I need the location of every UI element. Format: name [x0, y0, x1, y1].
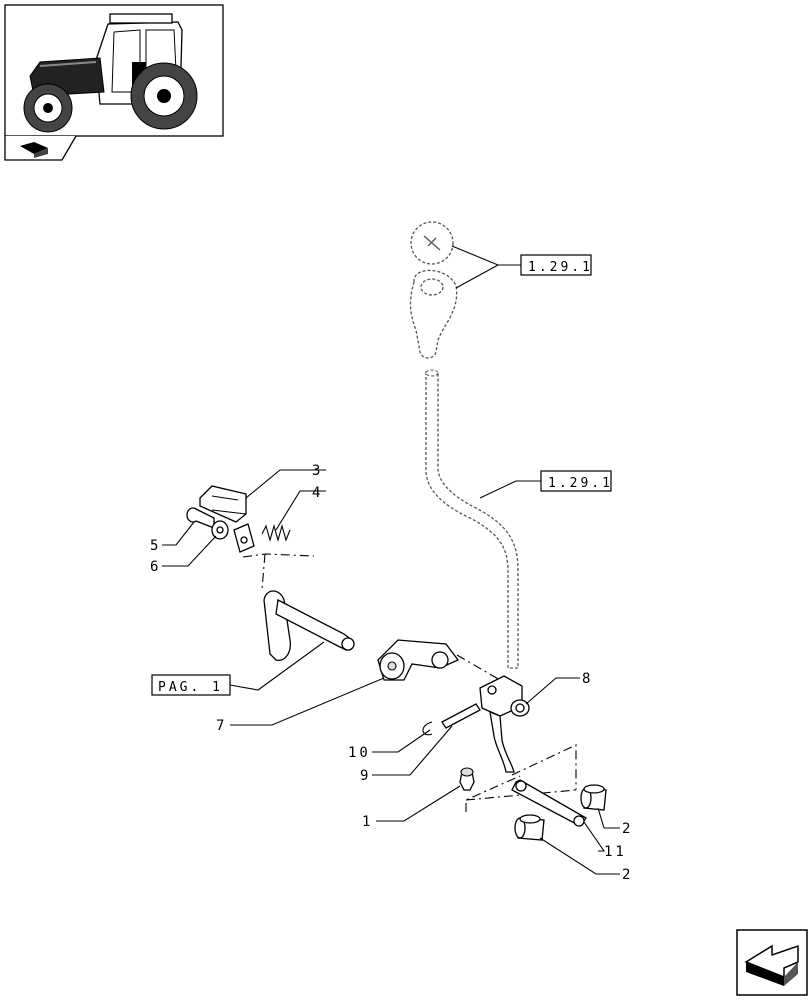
tractor-icon: [23, 13, 198, 133]
callout-2-upper: 2: [622, 821, 630, 837]
ref-page[interactable]: PAG. 1: [151, 674, 231, 696]
spring: [261, 523, 291, 543]
callout-11: 11: [604, 844, 627, 860]
assembly-lines: [242, 553, 577, 812]
callout-2-lower: 2: [622, 867, 630, 883]
leader-lines: [162, 469, 620, 875]
mount-plate: [233, 523, 255, 553]
gear-knob: [409, 269, 458, 359]
callout-10: 10: [348, 745, 371, 761]
callout-3: 3: [312, 463, 320, 479]
next-page-button[interactable]: [736, 929, 808, 996]
bushing-lower: [514, 814, 545, 841]
selector-shaft: [263, 590, 355, 661]
ref-knob-label: 1.29.1: [528, 260, 593, 275]
washer: [211, 520, 229, 540]
pivot-shaft: [511, 779, 587, 827]
callout-7: 7: [216, 718, 224, 734]
bolt: [186, 507, 215, 529]
grease-nipple: [459, 767, 475, 791]
callout-5: 5: [150, 538, 158, 554]
gear-lever-rod: [425, 369, 519, 669]
callout-4: 4: [312, 485, 320, 501]
arrow-next-icon: [744, 944, 799, 986]
bushing-upper: [580, 784, 607, 811]
callout-1: 1: [362, 814, 370, 830]
book-icon: [20, 142, 48, 158]
nav-tab[interactable]: [4, 135, 77, 161]
tractor-thumbnail[interactable]: [4, 4, 224, 137]
ref-knob[interactable]: 1.29.1: [520, 254, 593, 276]
selector-fork: [377, 639, 460, 681]
callout-9: 9: [360, 768, 368, 784]
callout-8: 8: [582, 671, 590, 687]
callout-6: 6: [150, 559, 158, 575]
lever-pivot-body: [479, 675, 530, 773]
ref-page-label: PAG. 1: [158, 680, 223, 695]
retaining-clip: [422, 721, 433, 736]
ref-lever-label: 1.29.1: [548, 476, 613, 491]
ref-lever[interactable]: 1.29.1: [540, 470, 613, 492]
pin: [441, 703, 481, 729]
bracket: [199, 485, 247, 523]
knob-cap: [410, 221, 454, 265]
